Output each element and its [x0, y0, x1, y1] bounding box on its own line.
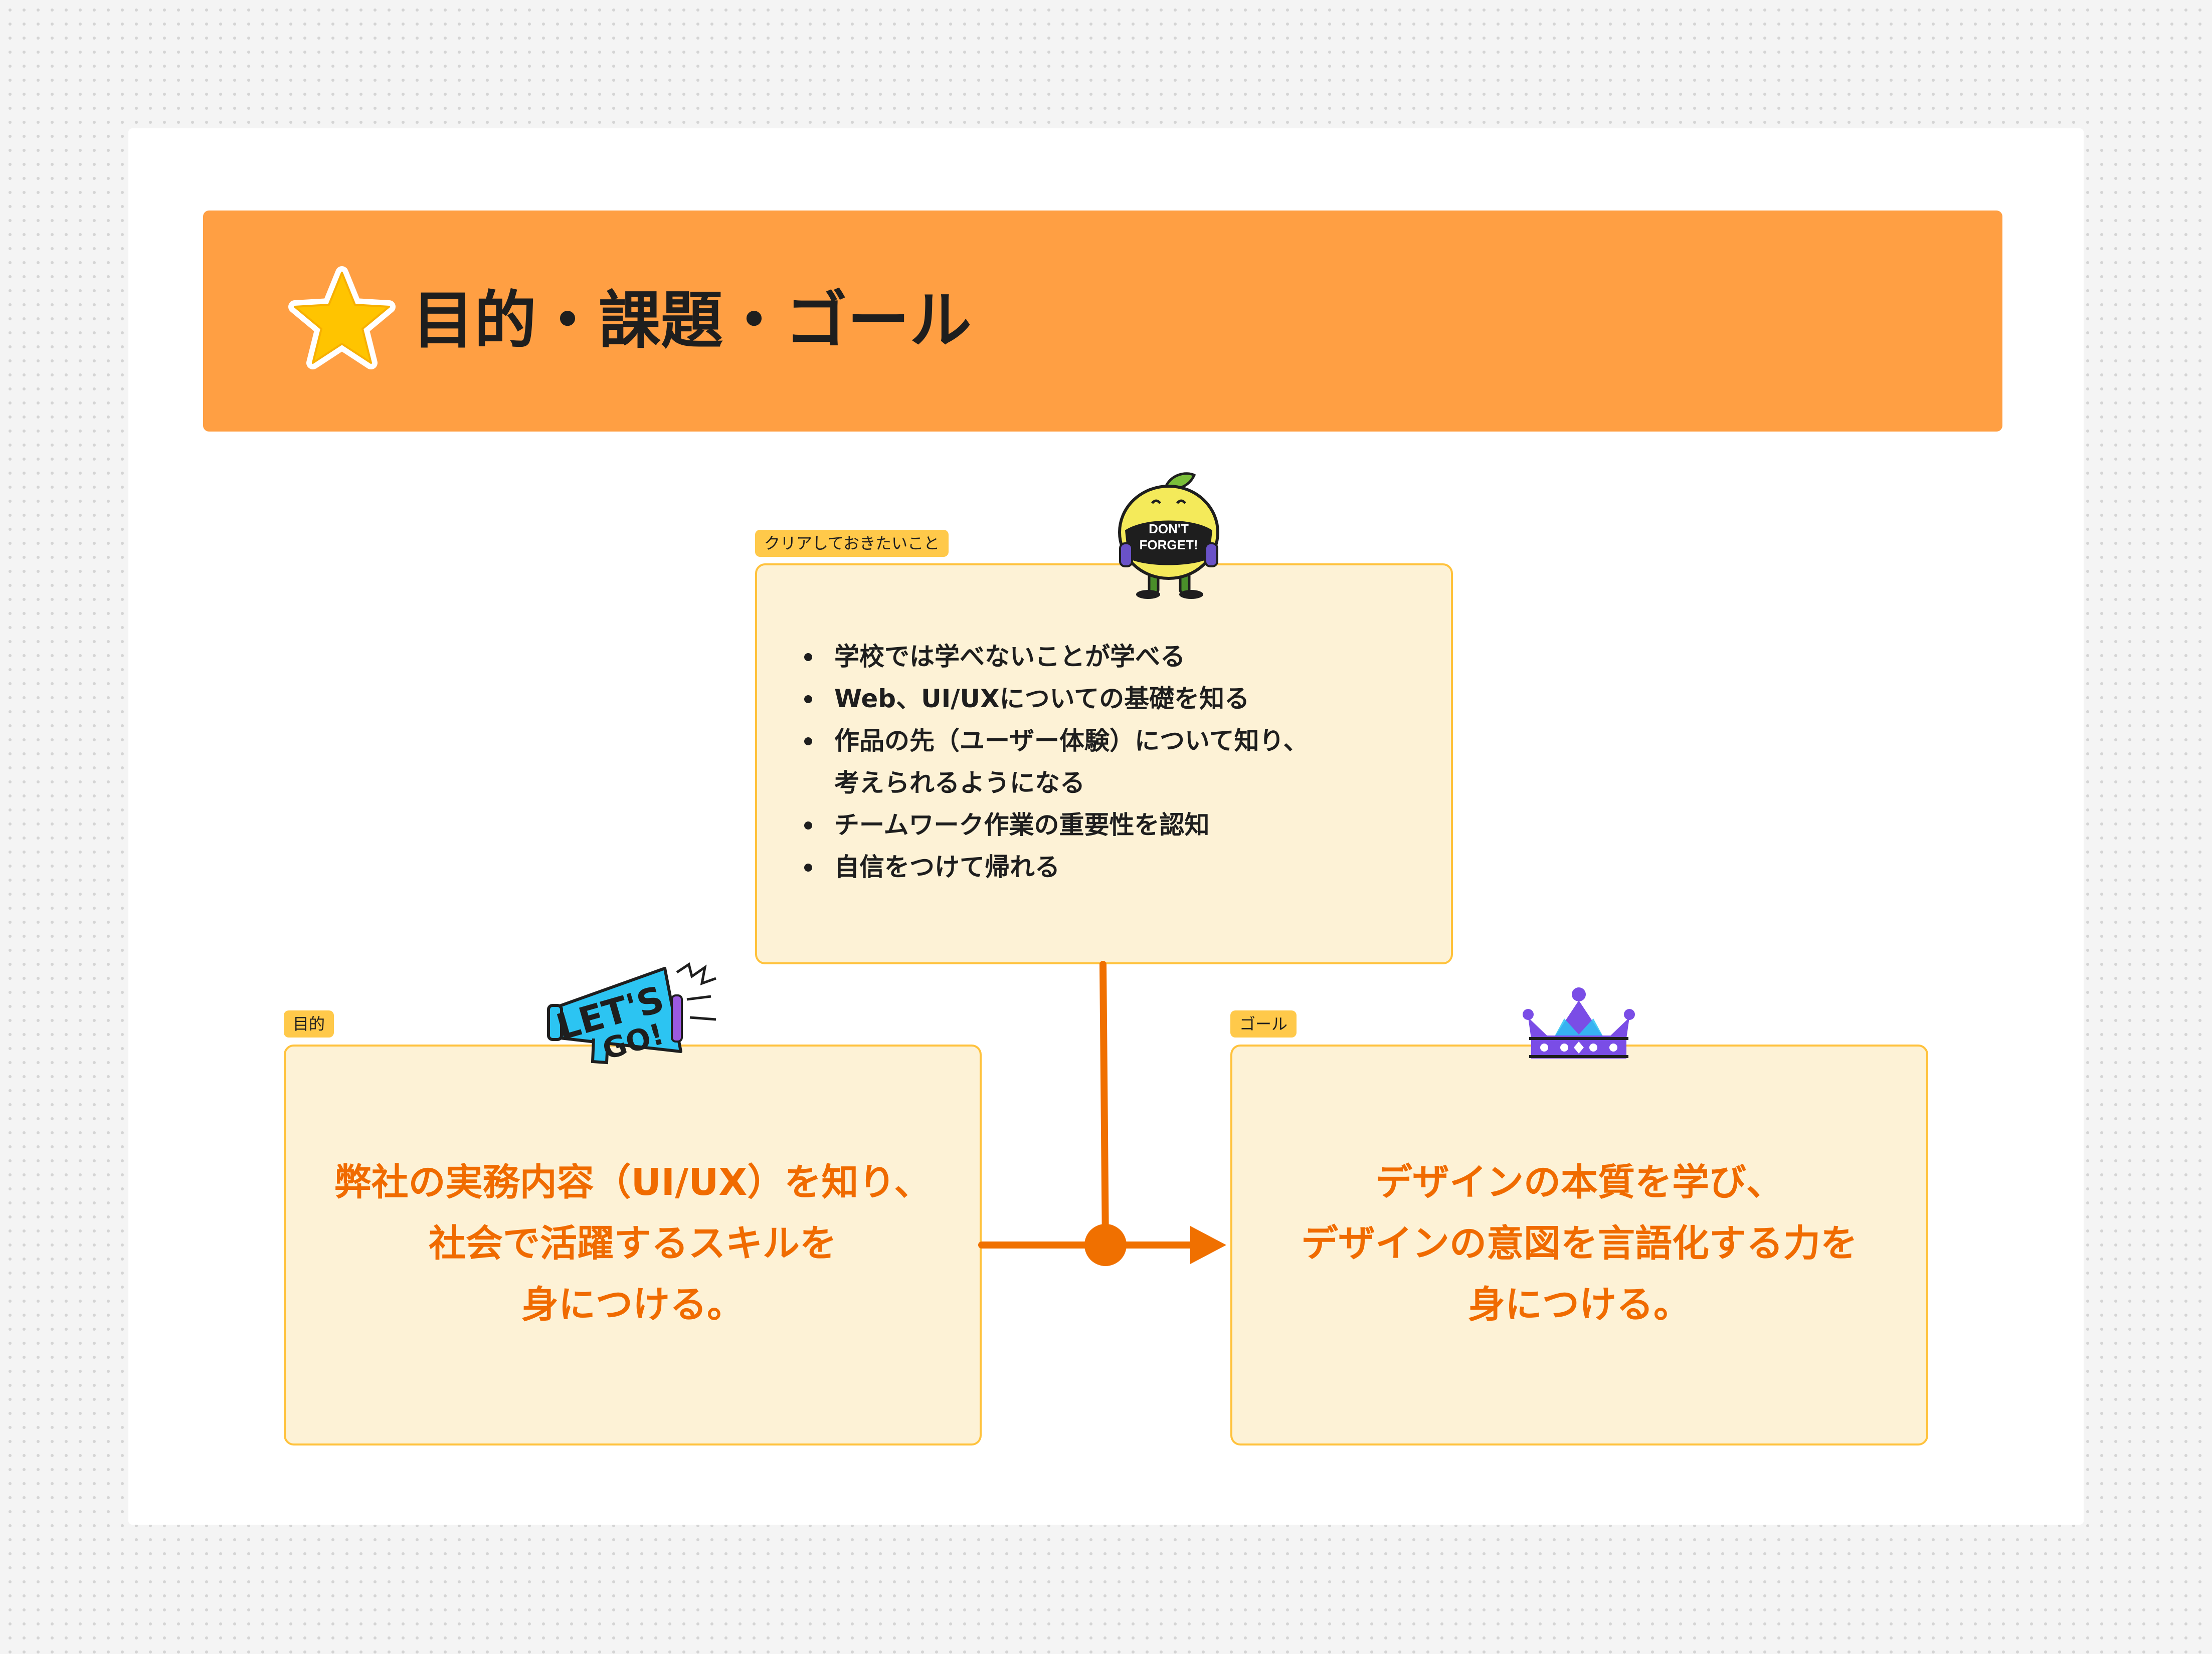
dont-forget-lemon-sticker: DON'T FORGET!	[1118, 472, 1219, 599]
arrow-head	[1190, 1226, 1226, 1264]
box-goal	[1230, 1045, 1928, 1445]
list-item: 作品の先（ユーザー体験）について知り、考えられるようになる	[796, 720, 1398, 804]
junction-dot	[1084, 1224, 1127, 1266]
list-item: 自信をつけて帰れる	[796, 846, 1398, 888]
page-title: 目的・課題・ゴール	[412, 285, 972, 357]
star-icon	[288, 266, 396, 369]
tag-purpose: 目的	[284, 1010, 334, 1038]
list-item: チームワーク作業の重要性を認知	[796, 804, 1398, 846]
list-item: 学校では学べないことが学べる	[796, 636, 1398, 678]
goal-text: デザインの本質を学び、 デザインの意図を言語化する力を 身につける。	[1301, 1161, 1858, 1326]
tag-goal: ゴール	[1230, 1010, 1297, 1038]
tag-clear: クリアしておきたいこと	[755, 530, 949, 557]
title-banner	[203, 211, 2002, 432]
svg-text:FORGET!: FORGET!	[1140, 537, 1198, 552]
box-clear	[755, 563, 1453, 964]
clear-list: 学校では学べないことが学べる Web、UI/UXについての基礎を知る 作品の先（…	[796, 636, 1398, 888]
svg-text:DON'T: DON'T	[1149, 521, 1189, 536]
lets-go-megaphone-sticker: LET'S GO!	[547, 962, 716, 1067]
crown-sticker	[1523, 987, 1635, 1059]
vertical-connector	[1099, 961, 1109, 1249]
purpose-text: 弊社の実務内容（UI/UX）を知り、 社会で活躍するスキルを 身につける。	[334, 1161, 932, 1326]
list-item: Web、UI/UXについての基礎を知る	[796, 678, 1398, 720]
